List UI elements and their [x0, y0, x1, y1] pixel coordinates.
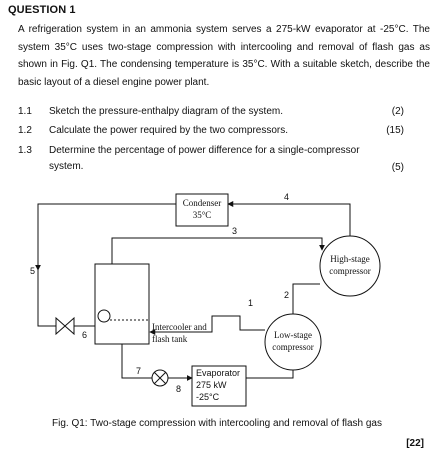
total-marks: [22]	[406, 438, 424, 449]
question-part-1-1: 1.1 Sketch the pressure-enthalpy diagram…	[18, 104, 404, 120]
part-text: Calculate the power required by the two …	[49, 125, 289, 136]
part-text: Sketch the pressure-enthalpy diagram of …	[49, 106, 284, 117]
refrigeration-diagram: Condenser 35°C High-stage compressor Low…	[30, 192, 381, 407]
expansion-valve-icon	[55, 316, 75, 336]
intercooler-label-2: flash tank	[152, 334, 188, 344]
part-text: Determine the percentage of power differ…	[49, 145, 360, 172]
question-title: QUESTION 1	[8, 4, 76, 16]
high-stage-label-1: High-stage	[330, 254, 370, 264]
condenser-label-2: 35°C	[193, 210, 212, 220]
high-stage-label-2: compressor	[329, 266, 371, 276]
state-point-6: 6	[82, 330, 87, 340]
figure-caption: Fig. Q1: Two-stage compression with inte…	[52, 418, 382, 429]
state-point-2: 2	[284, 290, 289, 300]
intercooler-label-1: Intercooler and	[152, 322, 207, 332]
line-5	[37, 203, 176, 327]
line-7	[121, 344, 152, 379]
evaporator-label-2: 275 kW	[196, 380, 227, 390]
evaporator-label-1: Evaporator	[196, 368, 240, 378]
state-point-5: 5	[30, 266, 35, 276]
line-4	[227, 201, 351, 236]
part-marks: (2)	[391, 106, 404, 117]
part-marks: (15)	[386, 125, 404, 136]
throttle-valve-icon	[151, 369, 169, 387]
evaporator-label-3: -25°C	[196, 392, 220, 402]
float-icon	[97, 309, 111, 323]
state-point-1: 1	[248, 298, 253, 308]
low-stage-label-2: compressor	[272, 342, 314, 352]
part-marks: (5)	[391, 162, 404, 173]
question-part-1-3: 1.3 Determine the percentage of power di…	[18, 143, 404, 177]
part-number: 1.3	[18, 145, 32, 156]
state-point-8: 8	[176, 384, 181, 394]
line-1	[149, 315, 265, 335]
low-stage-label-1: Low-stage	[274, 330, 312, 340]
state-point-7: 7	[136, 366, 141, 376]
flash-tank	[94, 263, 150, 345]
throttle-cross	[153, 371, 167, 385]
question-intro: A refrigeration system in an ammonia sys…	[18, 24, 430, 88]
line-evap-return	[246, 370, 294, 379]
part-number: 1.1	[18, 106, 32, 117]
condenser-label-1: Condenser	[183, 198, 222, 208]
part-number: 1.2	[18, 125, 32, 136]
condenser-box	[175, 193, 229, 227]
state-point-3: 3	[232, 226, 237, 236]
line-3	[111, 237, 325, 264]
state-point-4: 4	[284, 192, 289, 202]
evaporator-box	[191, 365, 247, 407]
question-part-1-2: 1.2 Calculate the power required by the …	[18, 123, 404, 139]
line-2	[292, 283, 320, 314]
